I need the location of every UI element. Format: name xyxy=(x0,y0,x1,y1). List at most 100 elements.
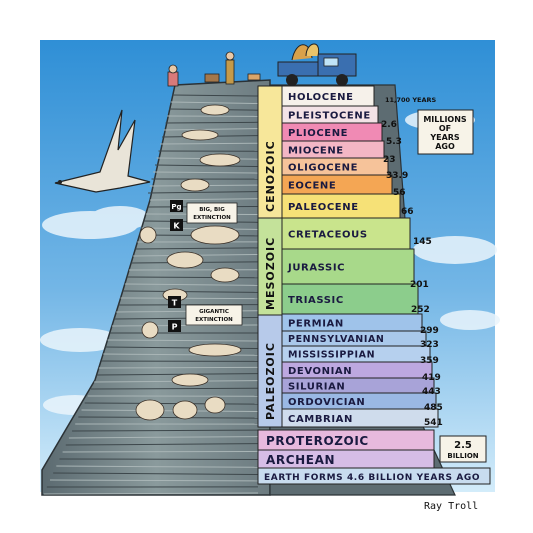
age-66: 66 xyxy=(401,207,414,217)
label-devonian: DEVONIAN xyxy=(288,366,352,377)
age-labels: 11,700 YEARS 2.6 5.3 23 33.9 56 66 145 2… xyxy=(381,96,443,428)
strata-line xyxy=(154,164,259,167)
label-archean: ARCHEAN xyxy=(266,453,335,467)
gigantic-extinction-line1: GIGANTIC xyxy=(199,309,229,315)
millions-note-line4: AGO xyxy=(435,142,455,151)
fossils xyxy=(135,104,242,421)
age-419: 419 xyxy=(422,373,441,383)
strata-line xyxy=(165,121,259,124)
age-359: 359 xyxy=(420,356,439,366)
band-cretaceous xyxy=(281,217,411,250)
strata-line xyxy=(56,465,259,468)
era-band-mesozoic xyxy=(257,217,283,316)
label-jurassic: JURASSIC xyxy=(287,262,345,273)
age-23: 23 xyxy=(383,155,396,165)
pterosaur-illustration xyxy=(54,109,151,193)
strata-line xyxy=(170,101,259,104)
label-eocene: EOCENE xyxy=(288,180,336,191)
age-33-9: 33.9 xyxy=(386,171,408,181)
label-earth-forms: EARTH FORMS 4.6 BILLION YEARS AGO xyxy=(264,473,480,483)
badge-p xyxy=(168,320,181,332)
period-bands: HOLOCENEPLEISTOCENEPLIOCENEMIOCENEOLIGOC… xyxy=(281,85,439,428)
big-extinction-line2: EXTINCTION xyxy=(193,215,231,221)
label-pliocene: PLIOCENE xyxy=(288,128,348,139)
label-cretaceous: CRETACEOUS xyxy=(288,229,368,240)
label-holocene: HOLOCENE xyxy=(288,92,354,103)
age-323: 323 xyxy=(420,340,439,350)
billion-note-box xyxy=(439,435,487,463)
strata-line xyxy=(98,366,259,369)
artist-signature: Ray Troll xyxy=(424,501,478,512)
age-145: 145 xyxy=(413,237,432,247)
label-pennsylvanian: PENNSYLVANIAN xyxy=(288,334,384,345)
age-485: 485 xyxy=(424,403,443,413)
big-extinction-box xyxy=(186,202,238,224)
label-cambrian: CAMBRIAN xyxy=(288,414,353,425)
era-label-paleozoic: PALEOZOIC xyxy=(264,342,277,420)
band-cambrian xyxy=(281,408,439,428)
strata-line xyxy=(103,353,259,356)
strata-line xyxy=(43,492,259,495)
strata-line xyxy=(96,373,259,376)
label-silurian: SILURIAN xyxy=(288,381,345,392)
strata-line xyxy=(172,94,259,97)
age-252: 252 xyxy=(411,305,430,315)
age-2-6: 2.6 xyxy=(381,120,397,130)
fossil-hunters-illustration xyxy=(167,51,261,87)
label-triassic: TRIASSIC xyxy=(288,295,344,306)
strata-line xyxy=(124,283,259,286)
strata-line xyxy=(107,339,259,342)
millions-note-line1: MILLIONS xyxy=(423,115,467,124)
strata-line xyxy=(153,171,259,174)
strata-line xyxy=(90,387,259,390)
label-permian: PERMIAN xyxy=(288,318,344,329)
label-proterozoic: PROTEROZOIC xyxy=(266,434,369,448)
age-5-3: 5.3 xyxy=(386,137,402,147)
strata-line xyxy=(120,297,259,300)
strata-line xyxy=(68,436,259,439)
millions-note-line2: OF xyxy=(439,124,451,133)
strata-line xyxy=(81,409,259,412)
gigantic-extinction-line2: EXTINCTION xyxy=(195,317,233,323)
era-label-cenozoic: CENOZOIC xyxy=(264,140,277,212)
badge-pg xyxy=(170,200,183,212)
millions-note-box xyxy=(417,109,474,155)
age-299: 299 xyxy=(420,326,439,336)
strata-line xyxy=(149,198,259,201)
billion-note-value: 2.5 xyxy=(454,440,472,451)
label-ordovician: ORDOVICIAN xyxy=(288,397,365,408)
strata-line xyxy=(78,416,259,419)
strata-line xyxy=(147,191,259,194)
age-201: 201 xyxy=(410,280,429,290)
age-56: 56 xyxy=(393,188,406,198)
strata-line xyxy=(65,443,259,446)
strata-line xyxy=(49,479,259,482)
strata-line xyxy=(72,429,259,432)
badge-p-label: P xyxy=(172,323,178,332)
era-label-mesozoic: MESOZOIC xyxy=(264,237,277,310)
label-mississippian: MISSISSIPPIAN xyxy=(288,350,375,361)
label-pleistocene: PLEISTOCENE xyxy=(288,110,371,121)
strata-line xyxy=(53,472,259,475)
strata-line xyxy=(160,142,259,145)
label-paleocene: PALEOCENE xyxy=(288,202,359,213)
badge-k xyxy=(170,219,183,231)
age-541: 541 xyxy=(424,418,443,428)
band-triassic xyxy=(281,283,419,315)
age-holocene: 11,700 YEARS xyxy=(385,96,437,104)
strata-line xyxy=(163,128,259,131)
gigantic-extinction-box xyxy=(185,304,243,326)
badge-t xyxy=(168,296,181,308)
pickup-truck-illustration xyxy=(277,43,357,86)
millions-note-line3: YEARS xyxy=(429,133,460,142)
badge-pg-label: Pg xyxy=(171,203,181,211)
strata-line xyxy=(62,450,259,453)
band-earth-forms xyxy=(257,467,491,485)
strata-line xyxy=(135,247,259,250)
big-extinction-line1: BIG, BIG xyxy=(199,207,225,213)
label-oligocene: OLIGOCENE xyxy=(288,162,358,173)
era-band-cenozoic xyxy=(257,85,283,219)
strata-line xyxy=(122,290,259,293)
age-443: 443 xyxy=(422,387,441,397)
